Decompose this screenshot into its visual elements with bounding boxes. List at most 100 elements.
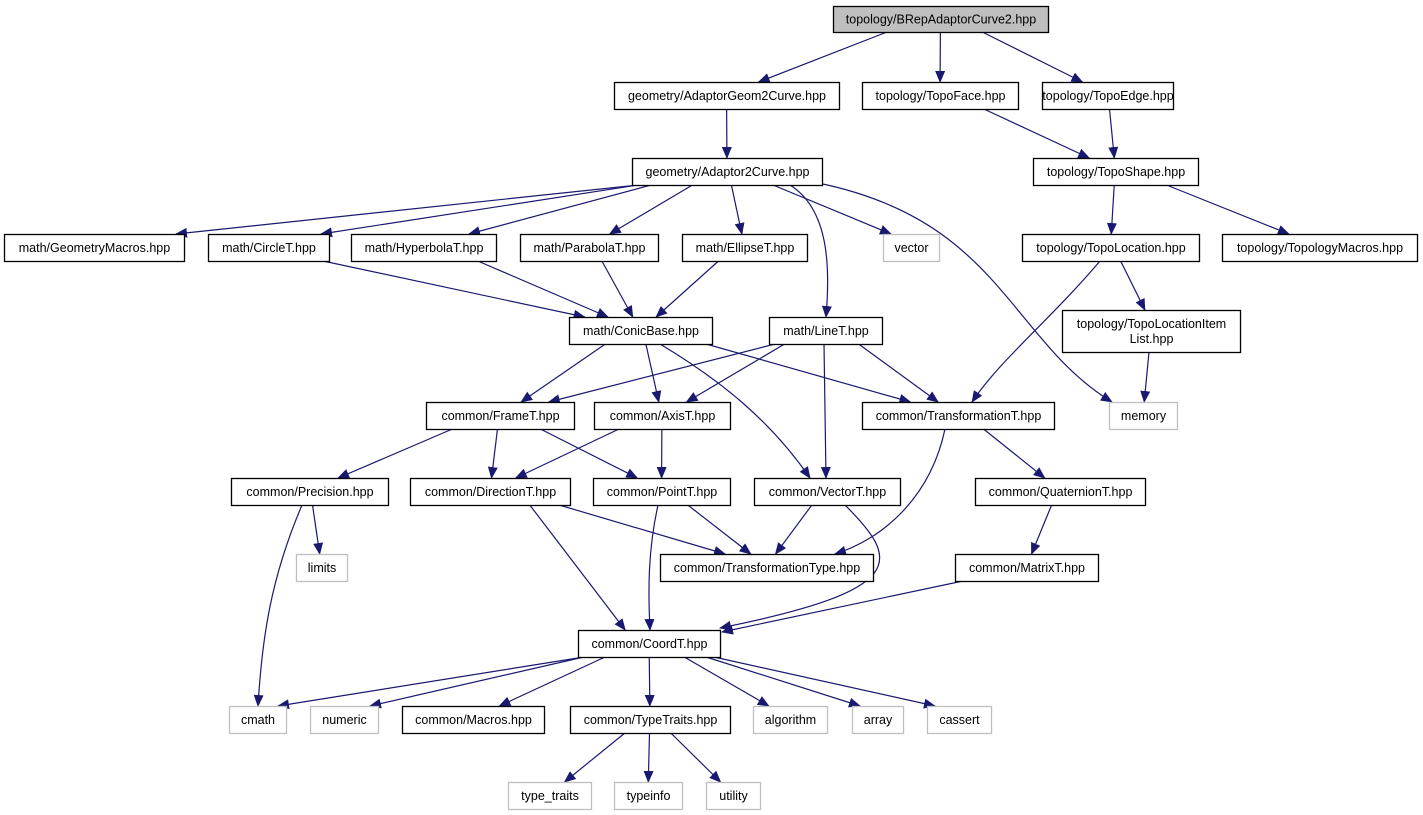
node-label: vector	[894, 241, 928, 255]
node-topolocation[interactable]: topology/TopoLocation.hpp	[1021, 233, 1201, 263]
node-label: common/VectorT.hpp	[769, 485, 886, 499]
node-quaterniont[interactable]: common/QuaternionT.hpp	[974, 477, 1147, 507]
node-label: List.hpp	[1130, 332, 1174, 346]
edge-transformationt-to-quaterniont	[983, 428, 1046, 479]
node-box	[631, 157, 824, 187]
node-transformationtype[interactable]: common/TransformationType.hpp	[659, 553, 875, 583]
node-macros[interactable]: common/Macros.hpp	[401, 705, 546, 735]
edge-topolocationitemlist-to-memory	[1140, 351, 1151, 403]
node-label: cassert	[939, 713, 980, 727]
node-hyperbolat[interactable]: math/HyperbolaT.hpp	[350, 233, 498, 263]
node-typeinfo[interactable]: typeinfo	[613, 781, 684, 811]
edge-axist-to-directiont	[514, 428, 620, 479]
node-parabolat[interactable]: math/ParabolaT.hpp	[519, 233, 660, 263]
node-pointt[interactable]: common/PointT.hpp	[592, 477, 732, 507]
node-box	[1041, 81, 1175, 111]
edge-coordt-to-array	[705, 656, 861, 708]
node-label: typeinfo	[627, 789, 671, 803]
node-vector[interactable]: vector	[882, 233, 941, 263]
node-limits[interactable]: limits	[295, 553, 349, 583]
node-toposhape[interactable]: topology/TopoShape.hpp	[1032, 157, 1200, 187]
node-label: algorithm	[765, 713, 816, 727]
node-label: topology/TopoShape.hpp	[1047, 165, 1185, 179]
node-box	[207, 233, 331, 263]
edge-directiont-to-coordt	[529, 504, 626, 631]
node-box	[832, 5, 1050, 34]
edge-coordt-to-cmath	[277, 656, 585, 710]
node-root[interactable]: topology/BRepAdaptorCurve2.hpp	[832, 5, 1050, 34]
node-adaptorgeom2curve[interactable]: geometry/AdaptorGeom2Curve.hpp	[613, 81, 841, 111]
node-transformationt[interactable]: common/TransformationT.hpp	[861, 401, 1056, 431]
node-matrixt[interactable]: common/MatrixT.hpp	[954, 553, 1100, 583]
node-box	[613, 781, 684, 811]
node-box	[568, 316, 714, 346]
node-adaptor2curve[interactable]: geometry/Adaptor2Curve.hpp	[631, 157, 824, 187]
node-cassert[interactable]: cassert	[926, 705, 993, 735]
node-label: math/CircleT.hpp	[222, 241, 316, 255]
node-box	[401, 705, 546, 735]
node-ellipset[interactable]: math/EllipseT.hpp	[681, 233, 809, 263]
edge-ellipset-to-conicbase	[655, 260, 719, 318]
node-topoedge[interactable]: topology/TopoEdge.hpp	[1041, 81, 1175, 111]
node-linet[interactable]: math/LineT.hpp	[768, 316, 884, 346]
node-precision[interactable]: common/Precision.hpp	[230, 477, 390, 507]
node-label: common/Macros.hpp	[415, 713, 532, 727]
edge-adaptor2curve-to-circlet	[320, 184, 639, 238]
node-numeric[interactable]: numeric	[309, 705, 380, 735]
edge-hyperbolat-to-conicbase	[477, 260, 609, 318]
node-box	[705, 781, 762, 811]
node-directiont[interactable]: common/DirectionT.hpp	[409, 477, 572, 507]
node-cmath[interactable]: cmath	[228, 705, 288, 735]
node-label: math/EllipseT.hpp	[696, 241, 795, 255]
node-label: numeric	[322, 713, 366, 727]
node-typetraits[interactable]: common/TypeTraits.hpp	[569, 705, 732, 735]
node-box	[1108, 401, 1179, 431]
node-vectort[interactable]: common/VectorT.hpp	[753, 477, 902, 507]
edge-linet-to-vectort	[820, 343, 831, 479]
node-algorithm[interactable]: algorithm	[752, 705, 829, 735]
edge-adaptor2curve-to-memory	[817, 182, 1113, 403]
node-box	[613, 81, 841, 111]
edge-topoedge-to-toposhape	[1108, 108, 1119, 159]
node-box	[768, 316, 884, 346]
node-box	[1061, 309, 1242, 354]
node-label: common/QuaternionT.hpp	[989, 485, 1133, 499]
node-geometrymacros[interactable]: math/GeometryMacros.hpp	[3, 233, 186, 263]
node-utility[interactable]: utility	[705, 781, 762, 811]
edge-adaptor2curve-to-parabolat	[608, 184, 693, 235]
node-box	[851, 705, 905, 735]
node-label: common/DirectionT.hpp	[425, 485, 556, 499]
node-box	[228, 705, 288, 735]
node-label: common/Precision.hpp	[246, 485, 373, 499]
node-conicbase[interactable]: math/ConicBase.hpp	[568, 316, 714, 346]
node-label: topology/TopoFace.hpp	[876, 89, 1006, 103]
edge-adaptor2curve-to-ellipset	[730, 184, 745, 235]
edge-topoface-to-toposhape	[983, 108, 1091, 159]
node-topoface[interactable]: topology/TopoFace.hpp	[861, 81, 1020, 111]
node-circlet[interactable]: math/CircleT.hpp	[207, 233, 331, 263]
node-box	[425, 401, 576, 431]
node-label: geometry/AdaptorGeom2Curve.hpp	[628, 89, 826, 103]
edge-coordt-to-macros	[498, 656, 606, 707]
node-axist[interactable]: common/AxisT.hpp	[593, 401, 732, 431]
node-label: topology/TopoLocation.hpp	[1036, 241, 1185, 255]
edge-pointt-to-coordt	[644, 504, 659, 631]
edge-conicbase-to-framet	[520, 343, 606, 403]
edge-matrixt-to-coordt	[721, 580, 964, 635]
edge-adaptor2curve-to-linet	[789, 184, 832, 318]
node-array[interactable]: array	[851, 705, 905, 735]
edge-root-to-topoedge	[981, 31, 1084, 83]
node-box	[681, 233, 809, 263]
node-coordt[interactable]: common/CoordT.hpp	[577, 629, 722, 659]
node-memory[interactable]: memory	[1108, 401, 1179, 431]
node-label: memory	[1121, 409, 1167, 423]
node-box	[926, 705, 993, 735]
edge-linet-to-framet	[547, 343, 776, 405]
node-topologymacros[interactable]: topology/TopologyMacros.hpp	[1221, 233, 1419, 263]
node-type-traits[interactable]: type_traits	[507, 781, 593, 811]
edge-root-to-adaptorgeom2curve	[757, 31, 888, 83]
node-box	[3, 233, 186, 263]
node-framet[interactable]: common/FrameT.hpp	[425, 401, 576, 431]
node-label: topology/TopologyMacros.hpp	[1237, 241, 1403, 255]
